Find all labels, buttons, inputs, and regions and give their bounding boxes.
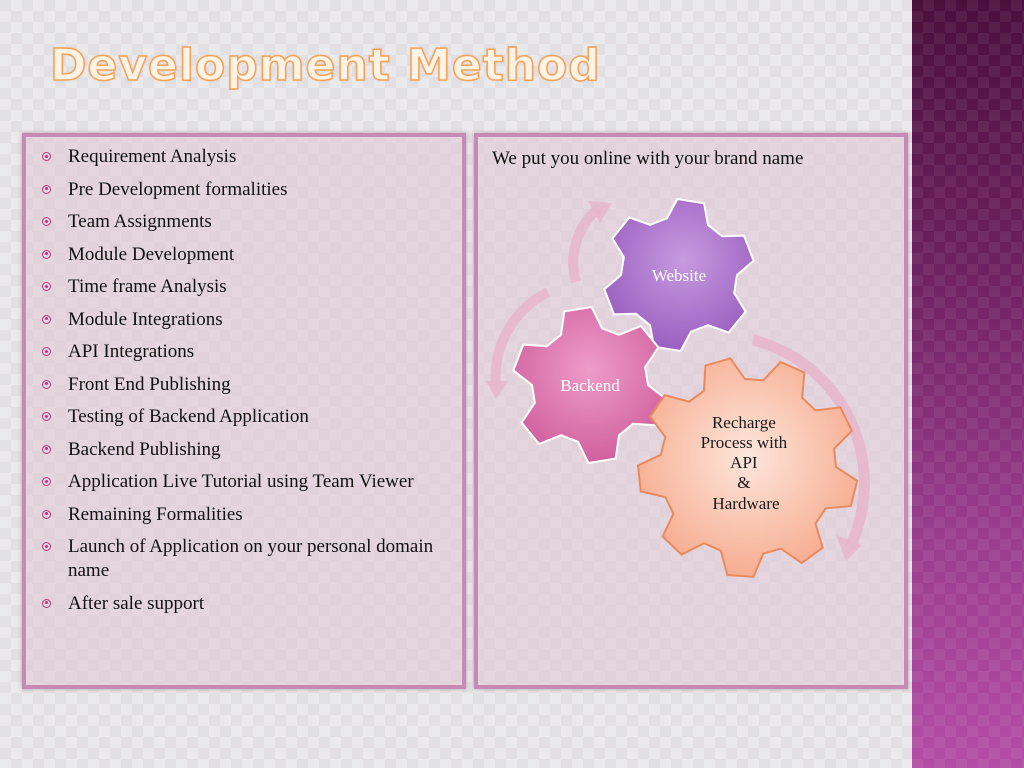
circled-dot-icon [42,249,51,259]
list-item: Team Assignments [40,210,452,234]
tagline: We put you online with your brand name [492,148,804,169]
list-item-text: Module Development [68,243,235,265]
list-item-text: Front End Publishing [68,373,231,395]
gear-recharge-line: API [730,453,758,472]
gear-website-shape [603,197,755,353]
steps-panel: Requirement Analysis Pre Development for… [22,133,466,689]
gear-icon [636,357,859,578]
gear-backend-label: Backend [560,376,620,395]
gear-icon [512,305,668,465]
list-item: Module Integrations [40,308,452,332]
list-item-text: Backend Publishing [68,438,221,460]
list-item: Backend Publishing [40,438,452,462]
list-item-text: Requirement Analysis [68,146,237,167]
list-item-text: Team Assignments [68,211,212,232]
steps-list: Requirement Analysis Pre Development for… [26,137,462,616]
list-item-text: Pre Development formalities [68,178,288,200]
list-item: Requirement Analysis [40,145,452,169]
slide-title: Development Method [49,40,601,91]
gear-icon [603,197,755,353]
list-item: Module Development [40,243,452,267]
cycle-arrow-icon [751,334,870,561]
circled-dot-icon [42,509,51,519]
list-item: Application Live Tutorial using Team Vie… [40,470,452,494]
gear-recharge-shape [636,357,859,578]
circled-dot-icon [42,477,51,486]
cycle-arrow-icon [486,287,551,399]
list-item: API Integrations [40,340,452,364]
circled-dot-icon [42,444,51,454]
circled-dot-icon [42,152,51,161]
list-item-text: Testing of Backend Application [68,406,309,427]
list-item-text: API Integrations [68,341,195,362]
diagram-panel: We put you online with your brand name [474,133,908,689]
gear-website-label: Website [652,266,706,285]
circled-dot-icon [42,412,51,421]
gear-recharge-line: & [737,473,750,492]
gear-recharge-label: Recharge Process with API & Hardware [701,413,792,513]
circled-dot-icon [42,379,51,389]
gear-recharge-line: Hardware [712,494,779,513]
gear-recharge-line: Process with [701,433,788,452]
list-item-text: Launch of Application on your personal d… [68,536,434,581]
list-item-text: Remaining Formalities [68,503,243,525]
gear-recharge-line: Recharge [712,413,776,432]
circled-dot-icon [42,184,51,194]
list-item: Testing of Backend Application [40,405,452,429]
circled-dot-icon [42,598,51,608]
list-item: Launch of Application on your personal d… [40,535,452,583]
side-accent-band [912,0,1024,768]
list-item: Remaining Formalities [40,503,452,527]
list-item: Time frame Analysis [40,275,452,299]
gear-diagram: Website Backend Recharge Process with AP… [486,197,870,578]
list-item-text: After sale support [68,592,205,614]
circled-dot-icon [42,217,51,226]
gear-backend-shape [512,305,668,465]
list-item-text: Time frame Analysis [68,276,227,297]
circled-dot-icon [42,542,51,551]
cycle-arrow-icon [568,201,612,284]
circled-dot-icon [42,282,51,291]
list-item: Front End Publishing [40,373,452,397]
list-item-text: Module Integrations [68,308,223,330]
list-item: Pre Development formalities [40,178,452,202]
circled-dot-icon [42,314,51,324]
list-item-text: Application Live Tutorial using Team Vie… [68,471,414,492]
circled-dot-icon [42,347,51,356]
list-item: After sale support [40,592,452,616]
